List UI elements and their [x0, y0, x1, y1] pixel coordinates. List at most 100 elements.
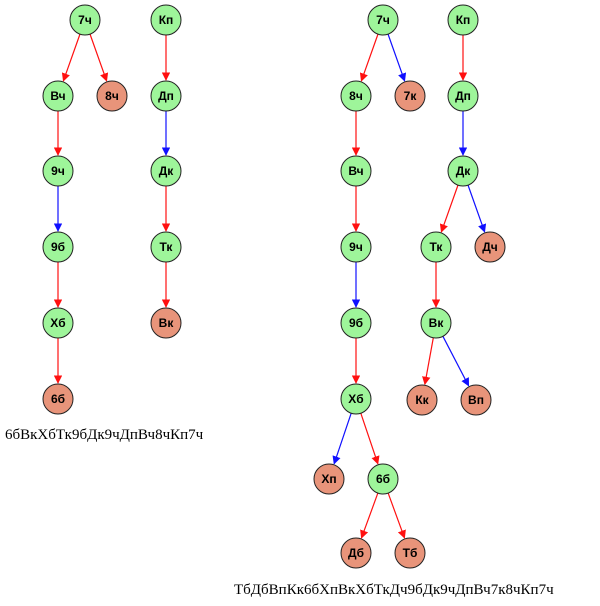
edge-red-a_7ch-to-a_8ch: [89, 33, 109, 82]
node-a_9ch: 9ч: [42, 155, 74, 187]
node-circle: [42, 231, 74, 263]
node-circle: [340, 231, 372, 263]
node-circle: [150, 155, 182, 187]
node-circle: [69, 4, 101, 36]
node-label: 7ч: [376, 13, 390, 27]
node-a_6b: 6б: [42, 383, 74, 415]
node-b_Xp: Хп: [313, 463, 345, 495]
node-circle: [474, 231, 506, 263]
node-circle: [447, 80, 479, 112]
node-circle: [340, 537, 372, 569]
node-label: 8ч: [349, 89, 363, 103]
left-tree-caption: 6бВкХбТк9бДк9чДпВч8чКп7ч: [5, 427, 204, 443]
right-tree-caption: ТбДбВпКк6бХпВкХбТкДч9бДк9чДпВч7к8чКп7ч: [234, 582, 554, 598]
node-circle: [42, 155, 74, 187]
node-label: 9б: [51, 240, 65, 254]
node-circle: [42, 80, 74, 112]
node-b_7ch: 7ч: [367, 4, 399, 36]
node-circle: [394, 537, 426, 569]
node-label: Тб: [403, 546, 418, 560]
edge-red-a_7ch-to-a_Vch: [61, 33, 81, 82]
node-label: 8ч: [105, 89, 119, 103]
edge-red-b_6b-to-b_Tb: [387, 492, 406, 539]
node-b_Db: Дб: [340, 537, 372, 569]
node-circle: [340, 383, 372, 415]
node-a_9b: 9б: [42, 231, 74, 263]
node-circle: [96, 80, 128, 112]
node-label: 6б: [376, 472, 390, 486]
node-b_9b: 9б: [340, 307, 372, 339]
node-label: Хп: [321, 472, 336, 486]
edge-red-b_6b-to-b_Db: [360, 492, 379, 539]
node-label: 9ч: [51, 164, 65, 178]
node-label: Дп: [455, 89, 471, 103]
node-circle: [420, 307, 452, 339]
edge-blue-b_7ch-to-b_7k: [387, 33, 407, 82]
edge-blue-b_Dk-to-b_Dch: [467, 184, 487, 233]
node-label: 9ч: [349, 240, 363, 254]
node-label: Тк: [430, 240, 444, 254]
node-label: 9б: [349, 316, 363, 330]
node-a_Dp: Дп: [150, 80, 182, 112]
node-b_6b: 6б: [367, 463, 399, 495]
node-label: Вп: [468, 393, 484, 407]
node-label: 6б: [51, 392, 65, 406]
node-a_Kp: Кп: [150, 4, 182, 36]
node-circle: [150, 307, 182, 339]
node-circle: [406, 384, 438, 416]
node-circle: [447, 4, 479, 36]
node-label: Вч: [348, 164, 363, 178]
node-circle: [42, 383, 74, 415]
node-b_Dk: Дк: [447, 155, 479, 187]
node-label: Дк: [456, 164, 472, 178]
node-b_Vch: Вч: [340, 155, 372, 187]
node-b_Vp: Вп: [460, 384, 492, 416]
node-label: Кп: [456, 13, 471, 27]
node-b_Dch: Дч: [474, 231, 506, 263]
node-circle: [367, 4, 399, 36]
node-circle: [460, 384, 492, 416]
node-label: Вч: [50, 89, 65, 103]
node-b_Kp: Кп: [447, 4, 479, 36]
node-b_Xb: Хб: [340, 383, 372, 415]
node-circle: [313, 463, 345, 495]
node-circle: [394, 80, 426, 112]
node-circle: [367, 463, 399, 495]
node-a_Vch: Вч: [42, 80, 74, 112]
node-label: Дк: [159, 164, 175, 178]
node-circle: [340, 80, 372, 112]
node-label: 7к: [404, 89, 418, 103]
node-a_7ch: 7ч: [69, 4, 101, 36]
node-a_Dk: Дк: [150, 155, 182, 187]
node-a_8ch: 8ч: [96, 80, 128, 112]
node-label: Хб: [50, 316, 65, 330]
node-label: Вк: [429, 316, 445, 330]
node-b_Vk: Вк: [420, 307, 452, 339]
node-b_Tk: Тк: [420, 231, 452, 263]
node-label: Тк: [160, 240, 174, 254]
node-circle: [340, 307, 372, 339]
edges-layer: [53, 33, 487, 539]
edge-red-b_Vk-to-b_Kk: [422, 337, 434, 386]
node-label: Дп: [158, 89, 174, 103]
node-circle: [150, 231, 182, 263]
node-b_8ch: 8ч: [340, 80, 372, 112]
node-circle: [340, 155, 372, 187]
node-b_Dp: Дп: [447, 80, 479, 112]
node-label: Дч: [482, 240, 498, 254]
node-a_Tk: Тк: [150, 231, 182, 263]
node-circle: [150, 80, 182, 112]
node-label: Вк: [159, 316, 175, 330]
edge-blue-b_Vk-to-b_Vp: [442, 336, 470, 387]
edge-blue-b_Xb-to-b_Xp: [332, 413, 352, 465]
node-label: Хб: [348, 392, 363, 406]
node-circle: [420, 231, 452, 263]
node-label: Кк: [415, 393, 429, 407]
node-b_7k: 7к: [394, 80, 426, 112]
node-b_Kk: Кк: [406, 384, 438, 416]
edge-red-b_7ch-to-b_8ch: [359, 33, 379, 82]
node-a_Vk: Вк: [150, 307, 182, 339]
node-circle: [42, 307, 74, 339]
